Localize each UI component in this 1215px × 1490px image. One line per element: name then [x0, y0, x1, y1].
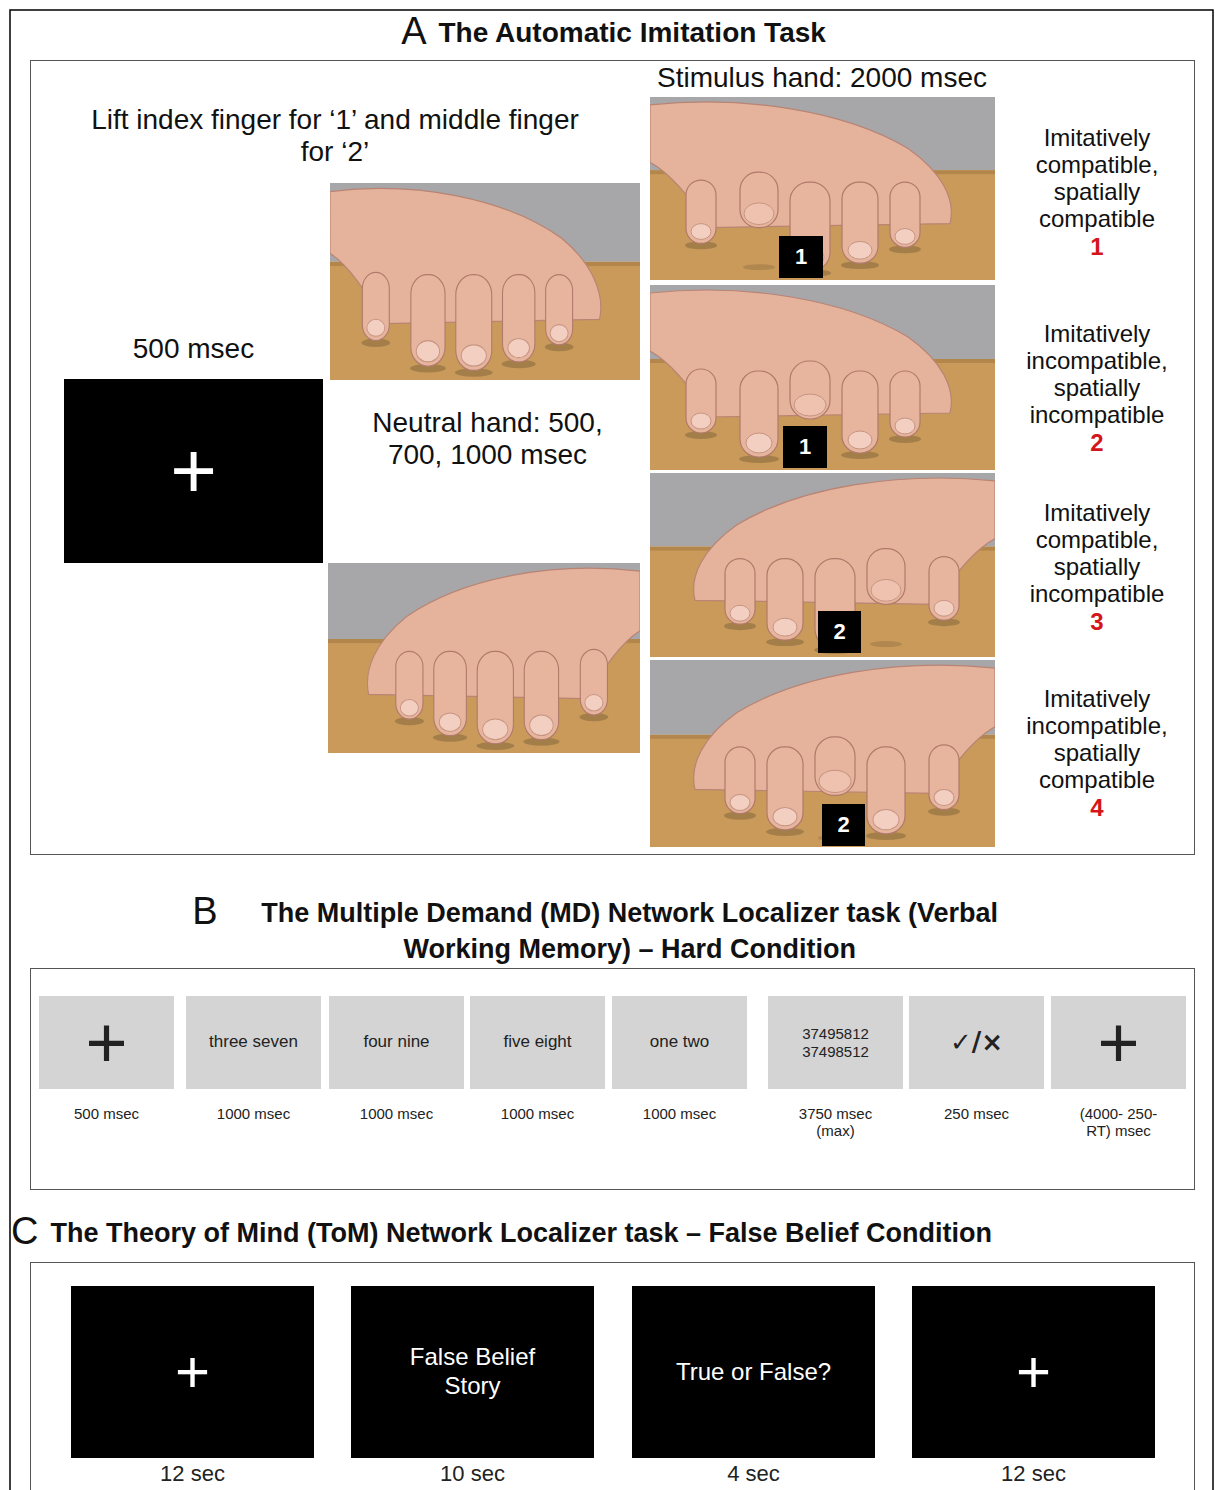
stimulus-hand-photo — [650, 660, 995, 847]
duration-label: 12 sec — [934, 1461, 1134, 1486]
trial-screen: True or False?4 sec — [632, 1286, 875, 1458]
panel-letter: C — [11, 1211, 38, 1251]
trial-screen: +500 msec — [39, 996, 174, 1089]
panel-heading: C The Theory of Mind (ToM) Network Locali… — [11, 1211, 1206, 1251]
duration-label: 4 sec — [654, 1461, 854, 1486]
screen-content: three seven — [209, 1032, 298, 1052]
panel-heading: A The Automatic Imitation Task — [31, 11, 1196, 51]
trial-screen: False Belief Story10 sec — [351, 1286, 594, 1458]
number-tag: 2 — [833, 619, 845, 645]
screen-content: + — [175, 1336, 210, 1408]
condition-text: Imitatively incompatible, spatially inco… — [1002, 320, 1192, 428]
screen-content: + — [1097, 999, 1139, 1085]
neutral-hand-photo — [328, 563, 640, 753]
fixation-cross: + — [170, 431, 217, 511]
screen-content: True or False? — [676, 1358, 831, 1387]
panel-title: The Theory of Mind (ToM) Network Localiz… — [50, 1215, 992, 1251]
task-panel: AThe Automatic Imitation Task500 msec+11… — [30, 60, 1195, 855]
neutral-duration: Neutral hand: 500, 700, 1000 msec — [365, 407, 610, 470]
stimulus-number: 2 — [818, 611, 861, 653]
screen-content: ✓/× — [950, 1027, 1003, 1058]
condition-text: Imitatively compatible, spatially compat… — [1002, 124, 1192, 232]
panel-letter: A — [401, 11, 426, 51]
stimulus-hand-photo — [650, 285, 995, 470]
fixation-screen: 500 msec+ — [64, 379, 323, 563]
screen-content: + — [85, 999, 127, 1085]
duration-label: 12 sec — [93, 1461, 293, 1486]
stimulus-hand-photo — [650, 97, 995, 280]
stimulus-number: 2 — [822, 804, 865, 846]
number-tag: 1 — [799, 434, 811, 460]
trial-screen: four nine1000 msec — [329, 996, 464, 1089]
neutral-hand-photo — [330, 183, 640, 380]
duration-label: 3750 msec (max) — [791, 1105, 881, 1140]
duration-label: 500 msec — [42, 1105, 172, 1122]
duration-label: 10 sec — [373, 1461, 573, 1486]
stimulus-number: 1 — [779, 236, 823, 278]
trial-screen: +12 sec — [71, 1286, 314, 1458]
panel-title: The Automatic Imitation Task — [438, 15, 825, 51]
trial-screen: +12 sec — [912, 1286, 1155, 1458]
screen-content: one two — [650, 1032, 710, 1052]
screen-content: False Belief Story — [388, 1343, 558, 1401]
number-tag: 2 — [837, 812, 849, 838]
condition-number: 1 — [1002, 233, 1192, 260]
condition-text: Imitatively compatible, spatially incomp… — [1002, 499, 1192, 607]
panel-letter: B — [192, 891, 217, 931]
trial-screen: ✓/×250 msec — [909, 996, 1044, 1089]
screen-content: + — [1016, 1336, 1051, 1408]
duration-label: (4000- 250-RT) msec — [1079, 1105, 1159, 1140]
task-panel: BThe Multiple Demand (MD) Network Locali… — [30, 968, 1195, 1190]
condition-number: 2 — [1002, 429, 1192, 456]
number-tag: 1 — [795, 244, 807, 270]
task-panel: CThe Theory of Mind (ToM) Network Locali… — [30, 1262, 1195, 1490]
instruction-text: Lift index finger for ‘1’ and middle fin… — [85, 104, 585, 167]
duration-label: 1000 msec — [615, 1105, 745, 1122]
trial-screen: one two1000 msec — [612, 996, 747, 1089]
screen-content: five eight — [503, 1032, 571, 1052]
duration-label: 250 msec — [912, 1105, 1042, 1122]
panel-title: The Multiple Demand (MD) Network Localiz… — [230, 895, 1030, 967]
panel-heading: B The Multiple Demand (MD) Network Locali… — [131, 891, 1091, 967]
duration-label: 1000 msec — [473, 1105, 603, 1122]
duration-label: 1000 msec — [332, 1105, 462, 1122]
condition-number: 3 — [1002, 608, 1192, 635]
screen-content: 37495812 37498512 — [786, 1025, 886, 1061]
stimulus-number: 1 — [783, 426, 827, 468]
duration-label: 1000 msec — [189, 1105, 319, 1122]
condition-text: Imitatively incompatible, spatially comp… — [1002, 685, 1192, 793]
trial-screen: three seven1000 msec — [186, 996, 321, 1089]
stimulus-hand-photo — [650, 473, 995, 657]
outer-frame — [10, 10, 1213, 1490]
trial-screen: five eight1000 msec — [470, 996, 605, 1089]
trial-screen: +(4000- 250-RT) msec — [1051, 996, 1186, 1089]
duration-label: 500 msec — [133, 333, 254, 365]
screen-content: four nine — [363, 1032, 429, 1052]
stimulus-duration: Stimulus hand: 2000 msec — [612, 62, 1032, 94]
condition-number: 4 — [1002, 794, 1192, 821]
trial-screen: 37495812 374985123750 msec (max) — [768, 996, 903, 1089]
